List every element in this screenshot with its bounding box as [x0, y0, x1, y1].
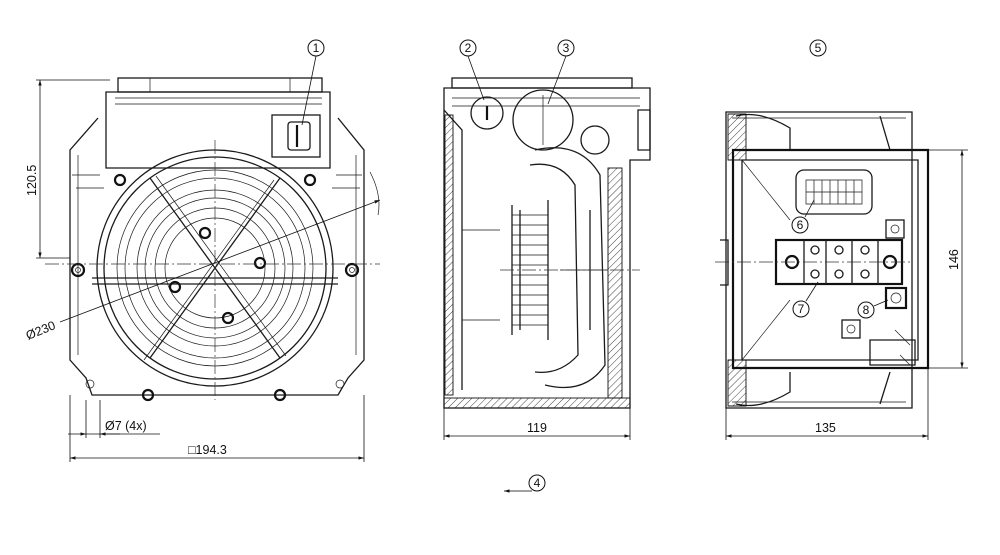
- callout-4: 4: [504, 474, 546, 493]
- svg-text:5: 5: [815, 41, 822, 55]
- front-view: [45, 77, 381, 402]
- callout-6: 6: [791, 199, 815, 234]
- svg-text:4: 4: [534, 476, 541, 490]
- dim-depth-side: 119: [527, 421, 547, 435]
- callout-7: 7: [792, 281, 819, 318]
- svg-text:6: 6: [797, 218, 804, 232]
- side-view: [443, 77, 651, 409]
- svg-text:7: 7: [798, 302, 805, 316]
- rear-view: [715, 111, 930, 409]
- callout-1: 1: [301, 39, 325, 126]
- front-dimensions: 120.5 Ø230 Ø7 (4x) □194.3: [24, 79, 365, 462]
- callout-8: 8: [857, 299, 889, 319]
- rear-dimensions: 146 135: [725, 149, 968, 440]
- dim-holes: Ø7 (4x): [105, 419, 147, 433]
- svg-text:2: 2: [465, 41, 472, 55]
- dim-height-rear: 146: [947, 249, 961, 270]
- side-dimensions: 119: [443, 408, 631, 440]
- callouts: 1 2 3 4 5 6 7: [301, 39, 889, 493]
- dim-width-front: □194.3: [188, 443, 227, 457]
- svg-text:8: 8: [863, 303, 870, 317]
- callout-5: 5: [809, 39, 827, 57]
- callout-2: 2: [459, 39, 485, 101]
- dim-diameter: Ø230: [24, 318, 58, 342]
- svg-text:3: 3: [563, 41, 570, 55]
- dim-height-front: 120.5: [25, 165, 39, 196]
- callout-3: 3: [547, 39, 575, 105]
- dim-width-rear: 135: [815, 421, 836, 435]
- svg-text:1: 1: [313, 41, 320, 55]
